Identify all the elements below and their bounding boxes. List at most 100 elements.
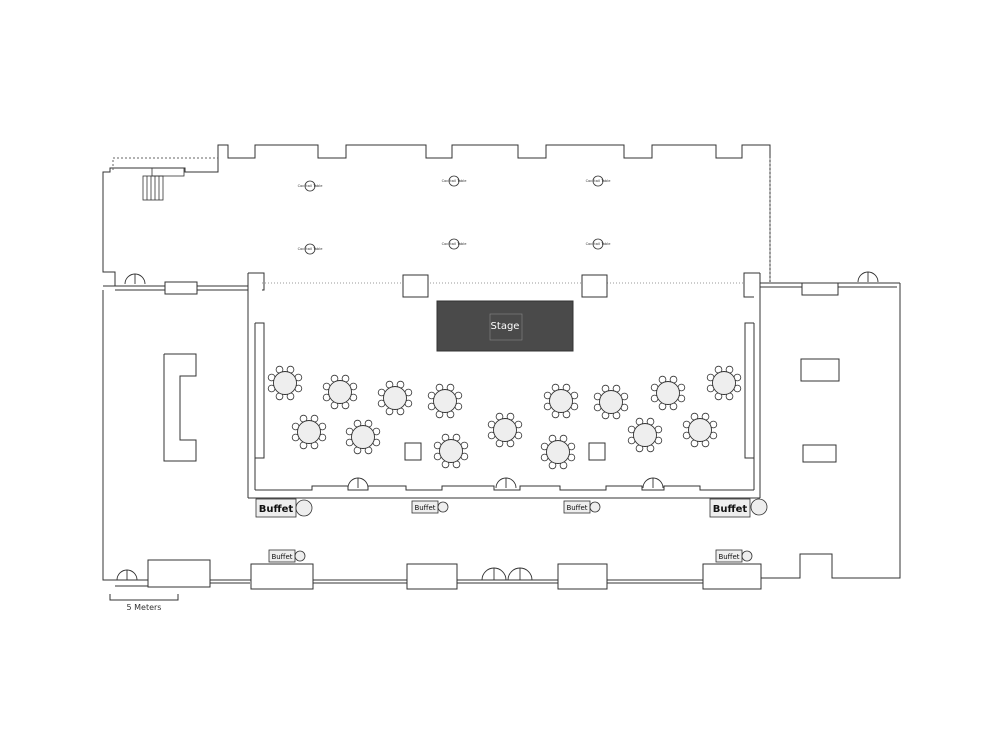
round-table [682,412,718,448]
west-wing-outer-wall [102,290,115,581]
hall-bottom-wall-inner [255,485,754,491]
cocktail-table-label: Cocktail Table [586,179,612,183]
table-top [433,389,457,413]
hall-column-left [402,274,429,298]
table-top [383,386,407,410]
double-door [116,569,138,581]
double-door [507,567,533,581]
east-counter-upper [800,358,840,382]
terrace-left-wall [102,158,219,286]
table-top [549,389,573,413]
corridor-box-4 [557,563,608,590]
cocktail-table-label: Cocktail Table [298,184,324,188]
buffet-label: Buffet [713,504,748,515]
round-table [593,384,629,420]
double-door [857,271,879,283]
buffet-station: Buffet [411,500,449,514]
round-table [543,383,579,419]
round-table [377,380,413,416]
upper-terrace [102,144,771,286]
round-table [427,383,463,419]
double-door [347,477,369,489]
round-table [487,412,523,448]
buffet-station: Buffet [715,549,753,563]
west-window-box [164,281,198,295]
round-tables [267,365,742,470]
west-bar-counter [163,353,197,462]
main-hall-outer-wall [248,272,265,291]
east-window-box [801,282,839,296]
buffet-station: Buffet [255,498,313,518]
double-door [124,273,146,285]
cocktail-table: Cocktail Table [586,238,612,250]
buffet-station: Buffet [563,500,601,514]
round-table [433,433,469,469]
buffet-station: Buffet [709,498,768,518]
cocktail-table-label: Cocktail Table [442,179,468,183]
cocktail-table: Cocktail Table [298,180,324,192]
cocktail-table-label: Cocktail Table [298,247,324,251]
buffet-station: Buffet [268,549,306,563]
buffet-label: Buffet [414,504,435,512]
round-table [627,417,663,453]
table-top [297,420,321,444]
round-table [706,365,742,401]
buffet-label: Buffet [566,504,587,512]
stairs [142,167,185,201]
double-door [495,477,517,489]
buffet-stations: Buffet Buffet Buffet Buffet Buffet Buffe… [255,498,768,563]
stage [436,300,574,352]
table-top [599,390,623,414]
table-top [273,371,297,395]
buffet-label: Buffet [718,553,739,561]
table-top [688,418,712,442]
double-door [642,477,664,489]
stage-label: Stage [491,321,520,332]
cocktail-table: Cocktail Table [442,238,468,250]
terrace-top-wall [217,144,771,282]
terrace-dotted-boundary [112,157,218,170]
corridor-box-2 [250,563,314,590]
south-corridor [115,559,800,590]
round-table [267,365,303,401]
cocktail-table: Cocktail Table [298,243,324,255]
table-top [328,380,352,404]
west-wing [102,281,248,581]
hall-column-right [581,274,608,298]
main-hall [247,272,761,499]
hall-left-pilaster [255,322,265,459]
corridor-box-1 [147,559,211,588]
scale-bar-label: 5 Meters [127,603,162,612]
buffet-label: Buffet [259,504,294,515]
round-table [345,419,381,455]
buffet-label: Buffet [271,553,292,561]
cocktail-table: Cocktail Table [442,175,468,187]
east-wing [760,282,901,579]
doors [116,271,879,581]
hall-pillar-left [404,442,422,461]
table-top [712,371,736,395]
round-table [650,375,686,411]
stage-area: Stage [436,300,574,352]
table-top [493,418,517,442]
round-table [540,434,576,470]
cocktail-table-label: Cocktail Table [442,242,468,246]
table-top [546,440,570,464]
scale-bar: 5 Meters [109,594,179,612]
cocktail-table-label: Cocktail Table [586,242,612,246]
east-wing-right-wall [762,283,901,579]
round-table [291,414,327,450]
table-top [351,425,375,449]
hall-pillar-right [588,442,606,461]
hall-right-pilaster [744,322,754,459]
east-counter-lower [802,444,837,463]
cocktail-table: Cocktail Table [586,175,612,187]
double-door [481,567,507,581]
corridor-box-5 [702,563,762,590]
hall-right-top [743,272,760,298]
corridor-box-3 [406,563,458,590]
table-top [656,381,680,405]
